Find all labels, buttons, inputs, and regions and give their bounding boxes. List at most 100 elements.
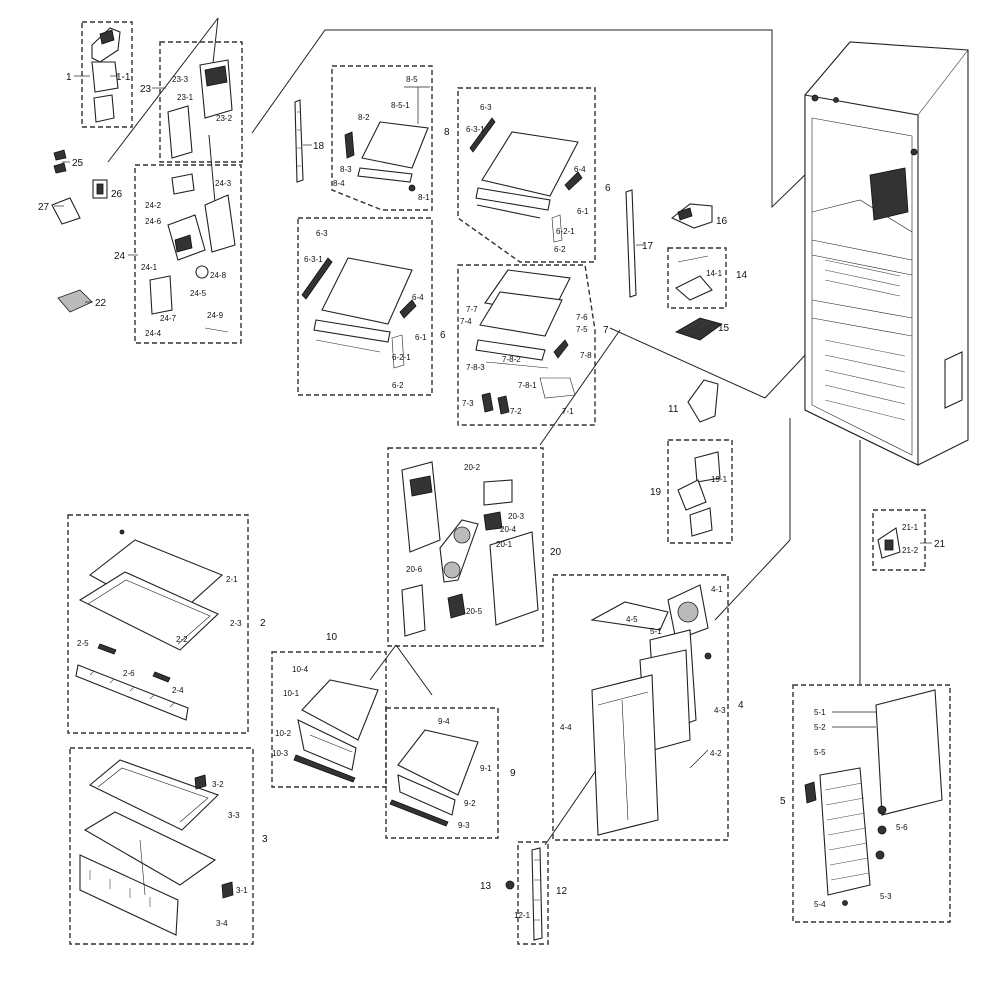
label-2-4: 2-4: [172, 686, 184, 695]
label-10: 10: [326, 632, 338, 643]
label-3-2: 3-2: [212, 780, 224, 789]
label-4-5: 4-5: [626, 615, 638, 624]
label-6-2-lower: 6-2: [392, 381, 404, 390]
label-5-6: 5-6: [896, 823, 908, 832]
label-19: 19: [650, 487, 662, 498]
label-20-6: 20-6: [406, 565, 423, 574]
refrigerator-cabinet: [804, 41, 969, 466]
label-6-4-upper: 6-4: [574, 165, 586, 174]
label-10-4: 10-4: [292, 665, 309, 674]
label-6-upper: 6: [605, 183, 611, 194]
label-12: 12: [556, 886, 568, 897]
label-1-1: 1-1: [116, 72, 131, 83]
label-10-3: 10-3: [272, 749, 289, 758]
label-12-1: 12-1: [514, 911, 531, 920]
label-20: 20: [550, 547, 562, 558]
label-4-4: 4-4: [560, 723, 572, 732]
label-17: 17: [642, 241, 654, 252]
label-19-1: 19-1: [711, 475, 728, 484]
part-4-door-assembly: [552, 574, 729, 841]
label-9-4: 9-4: [438, 717, 450, 726]
parts-16-14-15: [667, 203, 727, 341]
part-1-assembly: [74, 21, 133, 128]
label-27: 27: [38, 202, 50, 213]
label-7-7: 7-7: [466, 305, 478, 314]
label-23: 23: [140, 84, 152, 95]
label-20-4: 20-4: [500, 525, 517, 534]
label-5-1-door: 5-1: [650, 627, 662, 636]
label-6-lower: 6: [440, 330, 446, 341]
part-7-drawer-assembly: [457, 264, 596, 426]
label-14: 14: [736, 270, 748, 281]
label-7-2: 7-2: [510, 407, 522, 416]
label-4-1: 4-1: [711, 585, 723, 594]
part-17-bar: [625, 189, 644, 298]
part-10-bin-assembly: [271, 651, 387, 788]
label-26: 26: [111, 189, 123, 200]
label-1: 1: [66, 72, 72, 83]
label-23-2: 23-2: [216, 114, 233, 123]
part-21-assembly: [872, 509, 932, 571]
label-10-1: 10-1: [283, 689, 300, 698]
label-2-1: 2-1: [226, 575, 238, 584]
part-20-assembly: [387, 447, 544, 647]
label-20-2: 20-2: [464, 463, 481, 472]
label-20-3: 20-3: [508, 512, 525, 521]
label-7-8-2: 7-8-2: [502, 355, 521, 364]
label-15: 15: [718, 323, 730, 334]
label-6-2-upper: 6-2: [554, 245, 566, 254]
label-24: 24: [114, 251, 126, 262]
label-21: 21: [934, 539, 946, 550]
label-4-3: 4-3: [714, 706, 726, 715]
part-12-13-assembly: [505, 841, 549, 945]
part-24-assembly: [128, 164, 242, 344]
label-7-8-1: 7-8-1: [518, 381, 537, 390]
label-2-5: 2-5: [77, 639, 89, 648]
part-2-cover-assembly: [67, 514, 249, 734]
label-2: 2: [260, 618, 266, 629]
label-7: 7: [603, 325, 609, 336]
label-21-1: 21-1: [902, 523, 919, 532]
label-8-5-1: 8-5-1: [391, 101, 410, 110]
label-6-3-1-upper: 6-3-1: [466, 125, 485, 134]
label-7-1: 7-1: [562, 407, 574, 416]
label-14-1: 14-1: [706, 269, 723, 278]
label-24-9: 24-9: [207, 311, 224, 320]
part-5-condenser-assembly: [792, 684, 951, 923]
label-6-3-upper: 6-3: [480, 103, 492, 112]
label-8-1: 8-1: [418, 193, 430, 202]
label-6-2-1-upper: 6-2-1: [556, 227, 575, 236]
label-3-1: 3-1: [236, 886, 248, 895]
label-25: 25: [72, 158, 84, 169]
label-9-1: 9-1: [480, 764, 492, 773]
label-3-4: 3-4: [216, 919, 228, 928]
part-6-shelf-assembly-lower: [297, 217, 433, 396]
label-6-2-1-lower: 6-2-1: [392, 353, 411, 362]
label-9: 9: [510, 768, 516, 779]
label-4: 4: [738, 700, 744, 711]
parts-11-19: [667, 379, 733, 544]
label-6-3-1-lower: 6-3-1: [304, 255, 323, 264]
label-20-1: 20-1: [496, 540, 513, 549]
part-18-bar: [294, 99, 312, 183]
label-2-6: 2-6: [123, 669, 135, 678]
label-23-1: 23-1: [177, 93, 194, 102]
label-2-3: 2-3: [230, 619, 242, 628]
label-8-5: 8-5: [406, 75, 418, 84]
label-9-2: 9-2: [464, 799, 476, 808]
label-8-4: 8-4: [333, 179, 345, 188]
label-22: 22: [95, 298, 107, 309]
label-7-8: 7-8: [580, 351, 592, 360]
label-5: 5: [780, 796, 786, 807]
label-6-4-lower: 6-4: [412, 293, 424, 302]
part-23-assembly: [152, 41, 243, 163]
label-6-1-lower: 6-1: [415, 333, 427, 342]
label-6-1-upper: 6-1: [577, 207, 589, 216]
assembly-leader-lines: [107, 17, 861, 846]
label-4-2: 4-2: [710, 749, 722, 758]
label-3-3: 3-3: [228, 811, 240, 820]
label-23-3: 23-3: [172, 75, 189, 84]
label-24-7: 24-7: [160, 314, 177, 323]
part-3-drawer-assembly: [69, 747, 254, 945]
